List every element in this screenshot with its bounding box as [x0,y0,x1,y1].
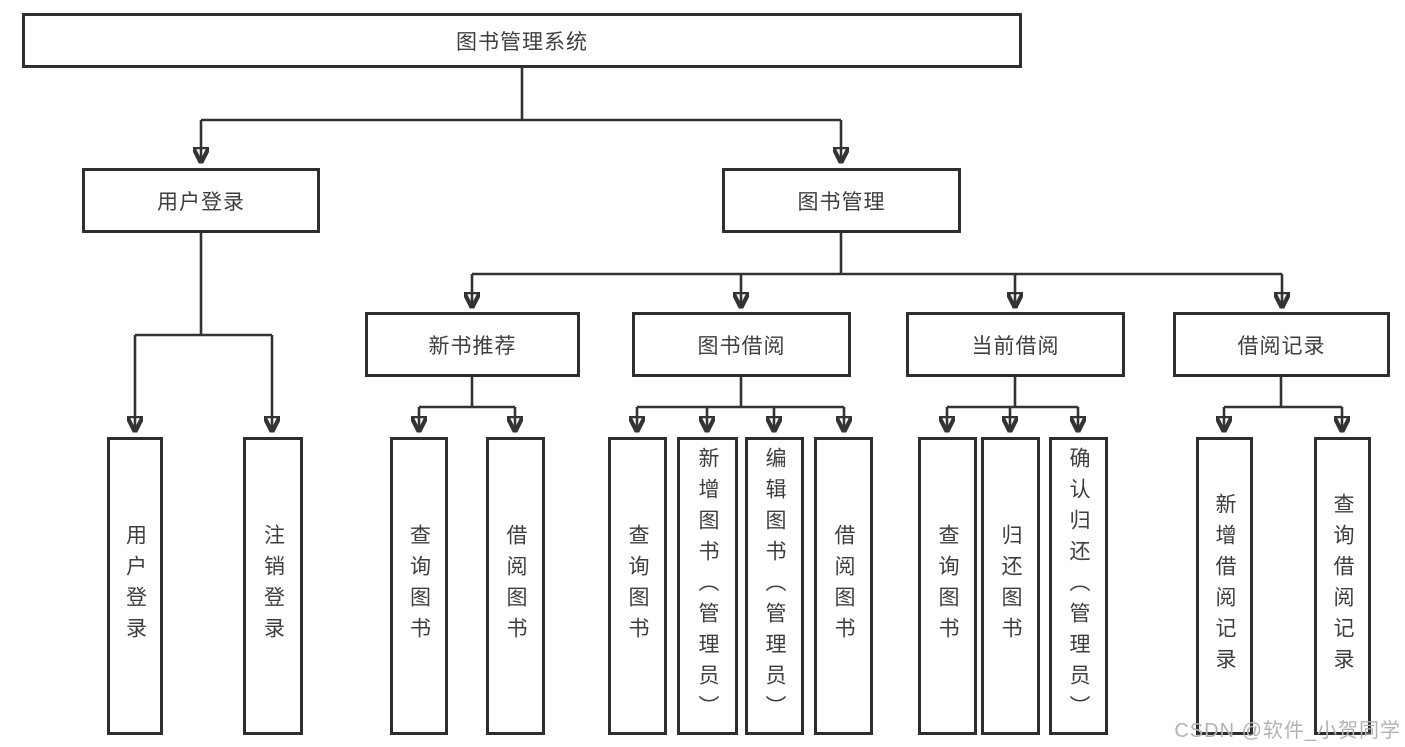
node-label: 当前借阅 [971,334,1060,358]
leaf-label: 借阅图书 [504,524,527,648]
leaf-current-confirm-return-admin: 确认归还（管理员） [1049,437,1108,735]
leaf-borrowing-add-books-admin: 新增图书（管理员） [677,437,738,735]
node-book-management: 图书管理 [722,168,961,233]
node-label: 新书推荐 [428,334,517,358]
node-borrowing-records: 借阅记录 [1173,312,1390,377]
leaf-label: 编辑图书（管理员） [763,446,786,726]
leaf-borrowing-borrow-books: 借阅图书 [814,437,873,735]
leaf-label: 查询借阅记录 [1331,493,1354,679]
node-root-library-management-system: 图书管理系统 [22,13,1022,68]
node-current-borrowing: 当前借阅 [906,312,1125,377]
leaf-borrowing-edit-books-admin: 编辑图书（管理员） [745,437,804,735]
node-label: 图书管理系统 [456,30,588,54]
leaf-label: 查询图书 [936,524,959,648]
leaf-label: 查询图书 [626,524,649,648]
leaf-recommend-borrow-books: 借阅图书 [486,437,545,735]
leaf-records-query-borrow-record: 查询借阅记录 [1314,437,1371,735]
node-new-book-recommend: 新书推荐 [365,312,580,377]
leaf-label: 查询图书 [407,524,431,648]
leaf-current-query-books: 查询图书 [918,437,977,735]
leaf-recommend-query-books: 查询图书 [390,437,448,735]
leaf-label: 归还图书 [999,524,1022,648]
csdn-watermark: CSDN @软件_小贺同学 [1174,720,1401,742]
node-label: 图书管理 [797,190,886,214]
leaf-borrowing-query-books: 查询图书 [608,437,667,735]
leaf-logout: 注销登录 [243,437,303,735]
node-label: 图书借阅 [697,334,786,358]
node-label: 用户登录 [157,190,245,214]
leaf-current-return-books: 归还图书 [981,437,1040,735]
leaf-user-login: 用户登录 [107,437,163,735]
leaf-label: 借阅图书 [832,524,855,648]
leaf-label: 用户登录 [123,524,147,648]
node-label: 借阅记录 [1237,334,1326,358]
leaf-label: 新增图书（管理员） [696,446,719,726]
leaf-label: 注销登录 [261,524,285,648]
node-user-login: 用户登录 [82,168,320,233]
node-book-borrowing: 图书借阅 [632,312,851,377]
leaf-records-add-borrow-record: 新增借阅记录 [1196,437,1253,735]
leaf-label: 确认归还（管理员） [1067,446,1090,726]
leaf-label: 新增借阅记录 [1213,493,1236,679]
